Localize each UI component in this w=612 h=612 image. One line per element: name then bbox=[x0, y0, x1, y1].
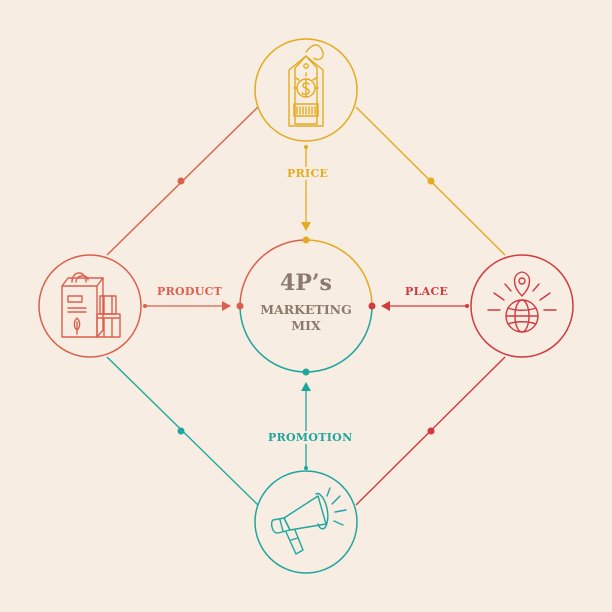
arrow-product-start-dot bbox=[143, 304, 147, 308]
arrow-price-head bbox=[301, 222, 311, 231]
center-subtitle-line2: MIX bbox=[291, 318, 321, 333]
center-title: 4P’s bbox=[280, 270, 332, 296]
center-dot-left bbox=[236, 302, 244, 310]
center-dot-right bbox=[368, 302, 376, 310]
arrow-price-start-dot bbox=[304, 145, 308, 149]
megaphone-icon bbox=[270, 487, 347, 555]
connector-dot bbox=[177, 177, 185, 185]
arrow-place-start-dot bbox=[465, 304, 469, 308]
product-node bbox=[38, 254, 142, 358]
connector-dot bbox=[427, 177, 435, 185]
shopping-bag-icon bbox=[61, 272, 121, 338]
product-label: PRODUCT bbox=[155, 285, 225, 298]
place-node bbox=[470, 254, 574, 358]
promotion-label: PROMOTION bbox=[266, 431, 355, 444]
price-tag-icon bbox=[288, 44, 324, 127]
connector-dot bbox=[177, 427, 185, 435]
place-label: PLACE bbox=[403, 285, 451, 298]
price-label: PRICE bbox=[285, 167, 331, 180]
arrow-place-head bbox=[381, 301, 390, 311]
center-arc-price bbox=[239, 239, 307, 307]
center-arc-place bbox=[305, 239, 373, 307]
center-arc-product bbox=[239, 305, 307, 373]
arrow-promotion-head bbox=[301, 382, 311, 391]
center-dot-bottom bbox=[302, 368, 310, 376]
center-subtitle-line1: MARKETING bbox=[260, 302, 352, 317]
connector-dot bbox=[427, 427, 435, 435]
arrow-product-head bbox=[222, 301, 231, 311]
arrow-promotion-start-dot bbox=[304, 466, 308, 470]
globe-location-icon bbox=[487, 271, 557, 333]
promotion-node bbox=[254, 470, 358, 574]
center-arc-promotion bbox=[305, 305, 373, 373]
center-dot-top bbox=[302, 236, 310, 244]
